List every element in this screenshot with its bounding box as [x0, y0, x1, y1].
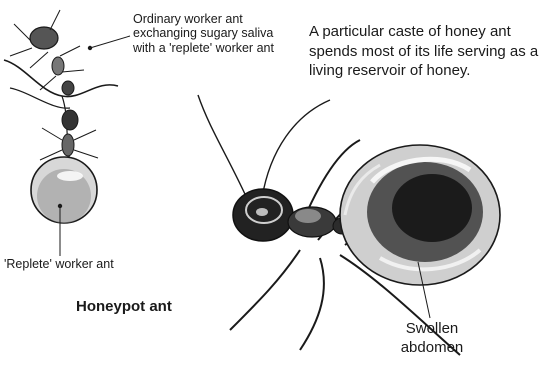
- ant-eye: [256, 208, 268, 216]
- antenna-right: [262, 100, 330, 198]
- swollen-abdomen-label-line1: Swollen: [387, 320, 477, 339]
- swollen-abdomen-label: Swollen abdomen: [387, 320, 477, 358]
- caption-text: A particular caste of honey ant spends m…: [309, 22, 545, 81]
- replete-ant-label: 'Replete' worker ant: [4, 257, 164, 271]
- diagram-title: Honeypot ant: [76, 298, 172, 315]
- swollen-abdomen-label-line2: abdomen: [387, 339, 477, 358]
- ant-thorax-highlight: [295, 209, 321, 223]
- worker-ant-label: Ordinary worker ant exchanging sugary sa…: [133, 12, 288, 55]
- ant-abdomen-center: [392, 174, 472, 242]
- antenna-left: [198, 95, 250, 205]
